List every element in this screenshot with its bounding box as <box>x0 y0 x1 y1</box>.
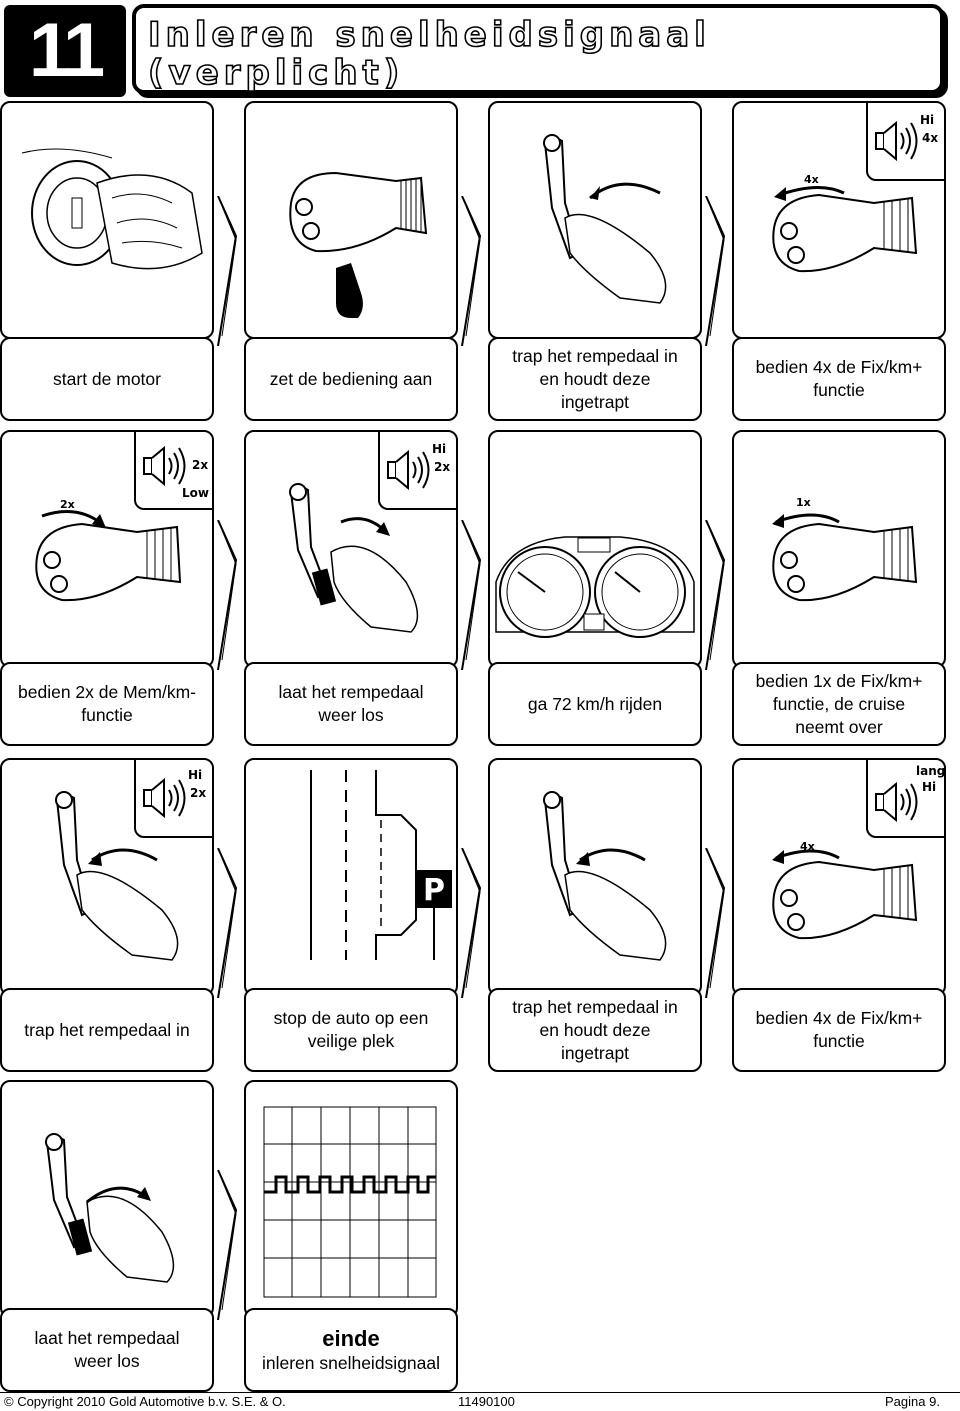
control-stalk-illustration: 4x <box>772 840 918 940</box>
ignition-key-illustration <box>21 148 203 270</box>
step-image <box>244 1080 458 1318</box>
step-caption: bedien 4x de Fix/km+ functie <box>732 988 946 1072</box>
speaker-icon <box>875 781 918 823</box>
speaker-icon <box>875 120 918 162</box>
footer-divider <box>0 1392 960 1393</box>
step-image: P <box>244 758 458 996</box>
step-image: 2x 2x Low <box>0 430 214 668</box>
step-caption: bedien 1x de Fix/km+ functie, de cruise … <box>732 662 946 746</box>
svg-text:1x: 1x <box>796 496 811 509</box>
speaker-icon <box>143 445 186 487</box>
next-arrow-icon <box>461 520 482 670</box>
step-caption: bedien 2x de Mem/km- functie <box>0 662 214 746</box>
step-image <box>488 101 702 339</box>
step-caption: start de motor <box>0 337 214 421</box>
step-image: Hi 2x <box>0 758 214 996</box>
step-caption: zet de bediening aan <box>244 337 458 421</box>
sound-signal-box: Hi 2x <box>378 432 456 510</box>
chapter-number: 11 <box>4 5 126 97</box>
speedometer-illustration <box>495 536 695 638</box>
brake-pedal-illustration <box>55 791 179 961</box>
next-arrow-icon <box>217 196 238 346</box>
step-caption: stop de auto op een veilige plek <box>244 988 458 1072</box>
next-arrow-icon <box>705 848 726 998</box>
next-arrow-icon <box>705 520 726 670</box>
brake-pedal-illustration <box>289 483 419 633</box>
speaker-icon <box>143 777 186 819</box>
step-caption: laat het rempedaal weer los <box>0 1308 214 1392</box>
step-image <box>0 1080 214 1318</box>
page-title: Inleren snelheidsignaal (verplicht) <box>147 15 711 93</box>
signal-grid-illustration <box>263 1106 437 1298</box>
step-image: Hi 2x <box>244 430 458 668</box>
page-title-box: Inleren snelheidsignaal (verplicht) <box>132 4 944 94</box>
next-arrow-icon <box>217 1170 238 1320</box>
brake-pedal-illustration <box>543 791 667 961</box>
step-image <box>488 758 702 996</box>
step-image <box>0 101 214 339</box>
sound-signal-box: Hi 2x <box>134 760 212 838</box>
step-caption: bedien 4x de Fix/km+ functie <box>732 337 946 421</box>
next-arrow-icon <box>217 520 238 670</box>
control-stalk-illustration: 2x <box>35 498 182 602</box>
step-caption: trap het rempedaal in <box>0 988 214 1072</box>
next-arrow-icon <box>217 848 238 998</box>
step-caption: einde inleren snelheidsignaal <box>244 1308 458 1392</box>
svg-text:4x: 4x <box>800 840 815 853</box>
step-image <box>488 430 702 668</box>
brake-pedal-illustration <box>45 1133 175 1283</box>
control-stalk-illustration: 1x <box>772 496 918 602</box>
next-arrow-icon <box>461 848 482 998</box>
parking-road-illustration: P <box>310 770 452 960</box>
control-stalk-illustration <box>289 171 428 318</box>
copyright-text: © Copyright 2010 Gold Automotive b.v. S.… <box>4 1394 286 1409</box>
next-arrow-icon <box>705 196 726 346</box>
sound-signal-box: lang Hi <box>866 760 944 838</box>
next-arrow-icon <box>461 196 482 346</box>
speaker-icon <box>387 449 430 491</box>
step-image: 4x lang Hi <box>732 758 946 996</box>
footer: © Copyright 2010 Gold Automotive b.v. S.… <box>0 1394 960 1411</box>
step-caption: ga 72 km/h rijden <box>488 662 702 746</box>
brake-pedal-illustration <box>543 134 667 304</box>
sound-signal-box: Hi 4x <box>866 103 944 181</box>
svg-text:2x: 2x <box>60 498 75 511</box>
sound-signal-box: 2x Low <box>134 432 212 510</box>
step-caption: trap het rempedaal in en houdt deze inge… <box>488 988 702 1072</box>
step-caption: trap het rempedaal in en houdt deze inge… <box>488 337 702 421</box>
step-image: 4x Hi 4x <box>732 101 946 339</box>
step-image <box>244 101 458 339</box>
control-stalk-illustration: 4x <box>772 173 918 273</box>
step-caption: laat het rempedaal weer los <box>244 662 458 746</box>
page-number: Pagina 9. <box>885 1394 940 1409</box>
svg-text:4x: 4x <box>804 173 819 186</box>
step-image: 1x <box>732 430 946 668</box>
document-code: 11490100 <box>458 1394 515 1409</box>
parking-sign: P <box>423 873 445 908</box>
